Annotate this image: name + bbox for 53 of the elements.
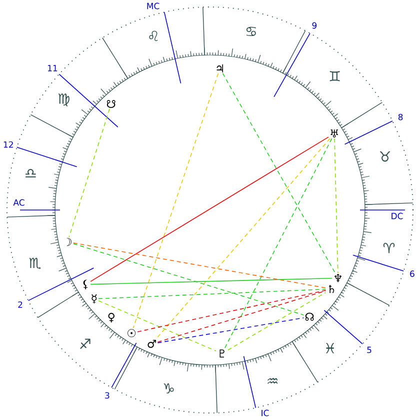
zodiac-sign: ♈ [383,242,395,254]
planet-glyph: ♂ [148,340,156,348]
zodiac-sign: ♋ [246,26,256,36]
angle-label: IC [262,410,269,416]
aspect-line [222,72,336,274]
zodiac-sign: ♐ [80,338,90,349]
aspect-line [157,317,304,344]
house-number: 11 [48,65,58,72]
planet-glyph: ☉ [128,329,136,338]
aspect-line [132,72,219,329]
aspect-line [224,138,332,349]
planet-glyph: ☊ [305,312,314,321]
aspect-line [334,138,338,274]
aspect-line [98,288,326,300]
angle-label: AC [13,199,24,206]
aspect-line [73,243,304,316]
planet-glyph: ☋ [106,100,116,108]
angle-label: MC [147,2,160,10]
aspect-line [137,290,326,332]
planet-glyph: ♅ [330,129,338,138]
angle-label: DC [392,212,403,220]
aspect-line [90,278,332,285]
house-number: 8 [398,114,403,120]
house-number: 2 [18,301,22,308]
house-number: 3 [105,392,110,399]
planet-glyph: ♆ [334,274,342,282]
zodiac-sign: ♍ [58,94,70,106]
zodiac-sign: ♑ [164,383,174,394]
zodiac-sign: ♉ [380,151,390,162]
zodiac-sign: ♒ [268,378,278,384]
house-number: 12 [4,141,13,148]
planet-glyph: ☿ [92,294,97,304]
planet-glyph: ☽ [66,238,72,246]
aspect-line [90,136,329,282]
aspect-line [156,138,330,340]
planet-glyph: ♄ [329,284,334,293]
aspect-line [228,292,326,350]
house-number: 6 [410,270,414,277]
aspect-line [73,242,326,288]
aspect-line [68,108,110,238]
planet-glyph: ♃ [216,64,224,72]
zodiac-sign: ♏ [29,258,41,270]
house-number: 9 [312,22,316,29]
zodiac-sign: ♎ [26,168,36,178]
aspect-line [98,300,217,352]
zodiac-sign: ♓ [326,343,334,354]
house-number: 5 [367,346,372,354]
planet-glyph: ⚸ [83,280,88,290]
aspect-line [157,290,326,342]
zodiac-sign: ♌ [149,30,158,42]
planet-glyph: ♀ [108,312,114,322]
zodiac-sign: ♊ [330,71,340,82]
planet-glyph: ♇ [220,349,224,358]
